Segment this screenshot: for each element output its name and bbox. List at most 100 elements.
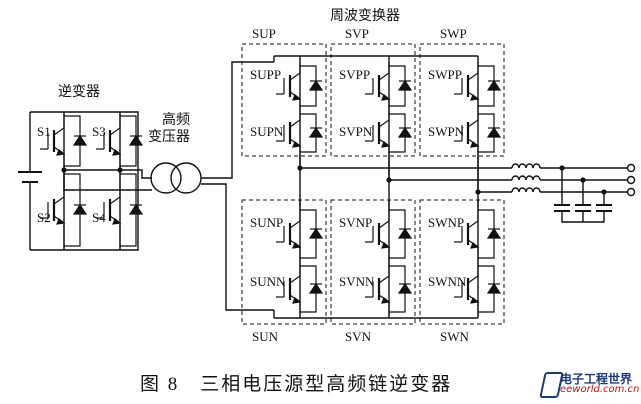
group-box-wp	[419, 43, 505, 157]
inductor-coil	[525, 163, 534, 169]
igbt-sunp	[276, 206, 324, 262]
group-label-sun: SUN	[252, 329, 279, 344]
diode-triangle	[308, 79, 324, 91]
diode-triangle	[308, 282, 324, 294]
device-label-svpn: SVPN	[339, 124, 373, 139]
igbt-svpn	[365, 110, 413, 156]
collector-lead	[53, 170, 65, 205]
collector-lead	[467, 206, 479, 229]
diode-triangle	[486, 126, 502, 138]
device-label-svpp: SVPP	[339, 67, 370, 82]
device-label-swnn: SWNN	[428, 274, 467, 289]
igbt-sunn	[276, 262, 324, 316]
igbt-supp	[276, 62, 324, 110]
output-terminal	[626, 163, 636, 173]
collector-lead	[378, 262, 390, 284]
emitter-arrow	[292, 94, 302, 101]
transformer-label-line1: 高频	[162, 111, 190, 128]
igbt-svnn	[365, 262, 413, 316]
transformer-winding-secondary	[170, 162, 202, 194]
device-label-swpp: SWPP	[428, 67, 462, 82]
switch-group-boxes	[241, 43, 505, 325]
secondary-lead-top	[201, 61, 274, 179]
switch-label-s2: S2	[37, 210, 51, 225]
junction-dots	[61, 165, 607, 195]
emitter-arrow	[470, 297, 480, 304]
diode-triangle	[128, 203, 144, 215]
diode-triangle	[397, 79, 413, 91]
igbt-s2	[40, 170, 88, 250]
igbt-swpn	[454, 110, 502, 156]
inductor-coil	[532, 187, 541, 193]
switch-label-s1: S1	[37, 124, 51, 139]
inductor-coil	[511, 163, 520, 169]
igbt-s3	[96, 112, 144, 170]
diode-triangle	[397, 282, 413, 294]
emitter-arrow	[470, 94, 480, 101]
switch-label-s4: S4	[92, 210, 106, 225]
group-box-vp	[330, 43, 416, 157]
output-terminal	[626, 175, 636, 185]
group-label-svn: SVN	[345, 329, 372, 344]
emitter-arrow	[292, 297, 302, 304]
device-label-swpn: SWPN	[428, 124, 465, 139]
device-label-svnp: SVNP	[339, 215, 372, 230]
inductor-coil	[518, 163, 527, 169]
group-box-un	[241, 199, 327, 325]
igbt-swpp	[454, 62, 502, 110]
emitter-arrow	[112, 149, 122, 156]
collector-lead	[289, 62, 301, 81]
group-box-up	[241, 43, 327, 157]
eeworld-logo: 电子工程世界 eeworld.com.cn	[539, 368, 640, 402]
diode-triangle	[72, 134, 88, 146]
inductor-coil	[525, 187, 534, 193]
collector-lead	[467, 110, 479, 128]
inductor-coil	[532, 175, 541, 181]
diode-triangle	[128, 134, 144, 146]
output-terminal	[626, 187, 636, 197]
emitter-arrow	[56, 149, 66, 156]
group-label-sup: SUP	[252, 26, 276, 41]
diode-triangle	[486, 227, 502, 239]
junction-dot	[117, 167, 123, 173]
phase-output-line	[299, 156, 512, 169]
device-label-sunp: SUNP	[250, 215, 283, 230]
emitter-arrow	[292, 141, 302, 148]
collector-lead	[109, 112, 121, 136]
inverter-bus	[30, 111, 139, 251]
transformer-primary-lead-top	[120, 169, 152, 179]
inductor-coil	[532, 163, 541, 169]
emitter-arrow	[381, 242, 391, 249]
junction-dot	[559, 165, 565, 171]
inductor-coil	[511, 175, 520, 181]
inductor-coil	[511, 187, 520, 193]
device-label-supn: SUPN	[250, 124, 284, 139]
emitter-arrow	[381, 94, 391, 101]
device-label-swnp: SWNP	[428, 215, 464, 230]
figure-caption: 图 8 三相电压源型高频链逆变器	[140, 373, 452, 395]
diode-triangle	[486, 79, 502, 91]
collector-lead	[378, 206, 390, 229]
emitter-arrow	[470, 242, 480, 249]
emitter-arrow	[381, 141, 391, 148]
switch-label-s3: S3	[92, 124, 106, 139]
junction-dot	[475, 189, 481, 195]
transformer-primary-lead-bottom	[63, 170, 152, 191]
igbt-svpp	[365, 62, 413, 110]
junction-dot	[61, 167, 67, 173]
collector-lead	[289, 262, 301, 284]
phase-output-line	[477, 156, 512, 193]
logo-site: eeworld.com.cn	[560, 384, 640, 395]
logo-title: 电子工程世界	[560, 372, 633, 386]
cycloconverter-label: 周波变换器	[330, 7, 400, 24]
collector-lead	[53, 112, 65, 136]
igbt-swnn	[454, 262, 502, 316]
switch-devices	[40, 62, 502, 316]
collector-lead	[378, 62, 390, 81]
diode-triangle	[308, 227, 324, 239]
inductor-coil	[518, 187, 527, 193]
emitter-arrow	[292, 242, 302, 249]
emitter-arrow	[56, 218, 66, 225]
